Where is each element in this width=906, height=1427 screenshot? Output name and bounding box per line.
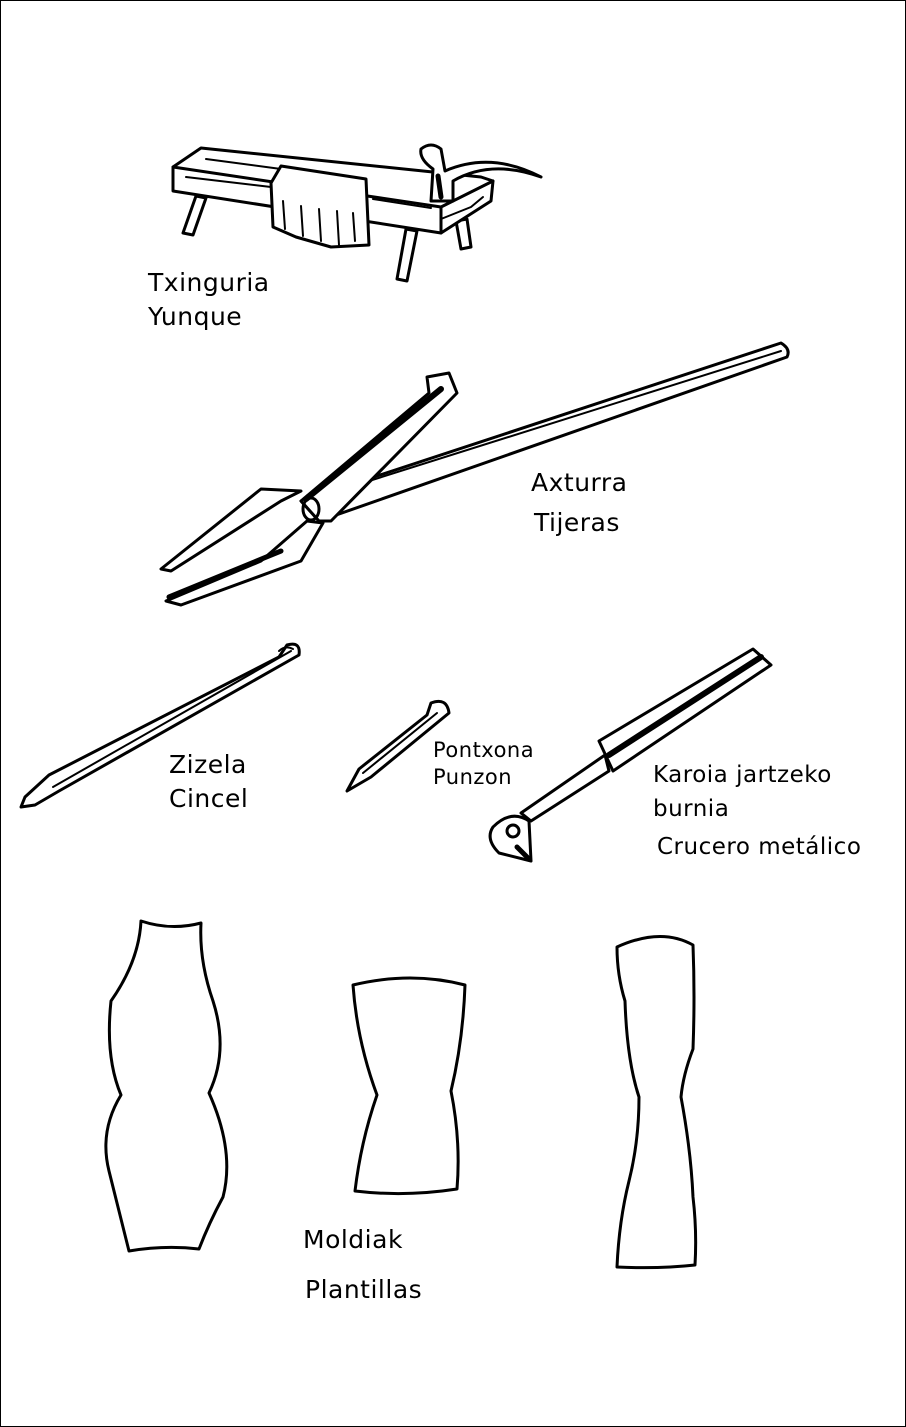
crosser-label-spanish: Crucero metálico xyxy=(657,834,861,860)
punch-label-basque: Pontxona xyxy=(433,738,534,762)
shears-label-basque: Axturra xyxy=(531,469,627,498)
template-right xyxy=(617,936,696,1267)
anvil-illustration xyxy=(173,145,541,281)
templates-label-spanish: Plantillas xyxy=(305,1276,422,1305)
anvil-label-spanish: Yunque xyxy=(148,303,242,332)
template-middle xyxy=(353,978,465,1194)
shears-label-spanish: Tijeras xyxy=(534,509,620,538)
crosser-label-basque-line1: Karoia jartzeko xyxy=(653,762,832,788)
templates-label-basque: Moldiak xyxy=(303,1226,403,1255)
chisel-label-basque: Zizela xyxy=(169,751,247,780)
anvil-label-basque: Txinguria xyxy=(148,269,270,298)
chisel-illustration xyxy=(21,644,299,807)
chisel-label-spanish: Cincel xyxy=(169,785,248,814)
shears-illustration xyxy=(161,343,788,605)
templates-illustration xyxy=(106,921,696,1268)
punch-label-spanish: Punzon xyxy=(433,765,512,789)
crosser-label-basque-line2: burnia xyxy=(653,796,729,822)
template-left xyxy=(106,921,227,1251)
